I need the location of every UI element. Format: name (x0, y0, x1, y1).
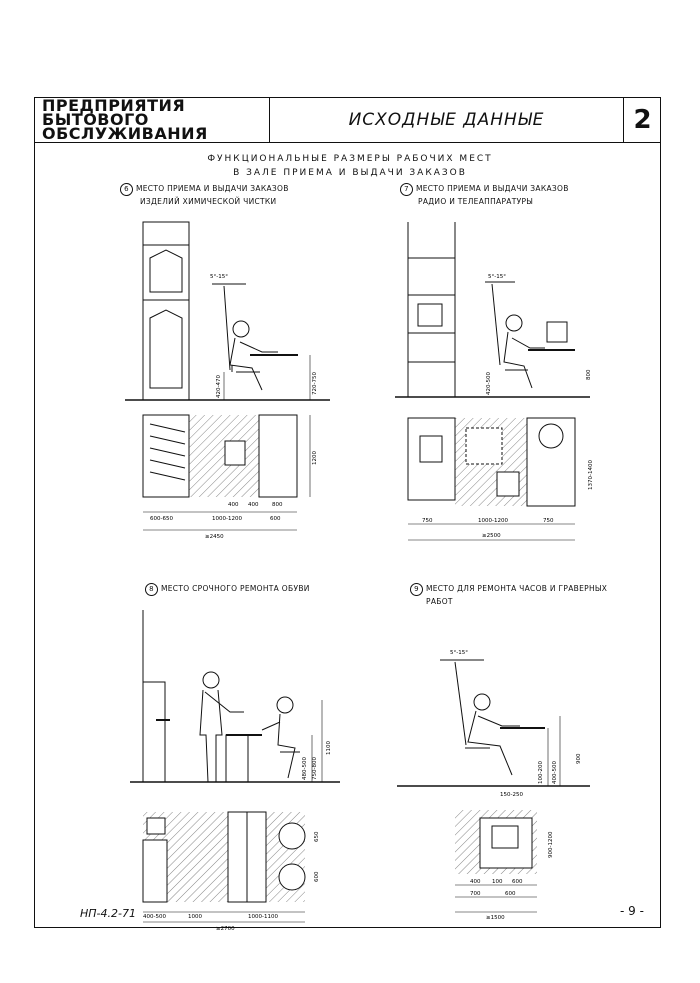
panel-9-number: 9 (410, 583, 423, 596)
panel-6-depth: 1200 (312, 451, 318, 465)
panel-6-dim-d3: 600 (270, 516, 281, 522)
panel-9-elevation (397, 659, 590, 787)
panel-8-h1: 480-500 (302, 757, 308, 780)
panel-6-elevation (125, 221, 330, 401)
panel-6-dim-d2: 1000-1200 (212, 516, 242, 522)
panel-6-dim-d5: 400 (248, 502, 259, 508)
page-folio: - 9 - (620, 904, 644, 918)
panel-8-h2: 750-800 (312, 757, 318, 780)
panel-8-w2: 600 (314, 871, 320, 882)
document-code: НП-4.2-71 (80, 907, 136, 920)
panel-6-table-height: 720-750 (312, 372, 318, 395)
panel-9-d4: 700 (470, 891, 481, 897)
panel-7-elevation (395, 222, 590, 398)
panel-6-dim-d4: 400 (228, 502, 239, 508)
panel-9-h3: 900 (576, 753, 582, 764)
panel-7-dim-d2: 1000-1200 (478, 518, 508, 524)
panel-6-total: ≥2450 (205, 534, 224, 540)
panel-7-caption-line1: МЕСТО ПРИЕМА И ВЫДАЧИ ЗАКАЗОВ (416, 184, 569, 193)
panel-9-d1: 400 (470, 879, 481, 885)
panel-7-plan (407, 417, 576, 541)
panel-9-plan (455, 810, 537, 913)
panel-8-number: 8 (145, 583, 158, 596)
panel-7-angle: 5°-15° (488, 274, 506, 280)
panel-8-caption-line1: МЕСТО СРОЧНОГО РЕМОНТА ОБУВИ (161, 584, 310, 593)
panel-8-d3: 1000-1100 (248, 914, 278, 920)
panel-9-foot: 150-250 (500, 792, 523, 798)
section-title: ИСХОДНЫЕ ДАННЫЕ (348, 110, 545, 130)
panel-7-dim-d1: 750 (422, 518, 433, 524)
title-block: ПРЕДПРИЯТИЯ БЫТОВОГО ОБСЛУЖИВАНИЯ ИСХОДН… (34, 97, 661, 143)
brand-line-1: ПРЕДПРИЯТИЯ (42, 96, 186, 115)
panel-7-number: 7 (400, 183, 413, 196)
panel-8-total: ≥2700 (216, 926, 235, 932)
panel-8-d2: 1000 (188, 914, 202, 920)
subtitle-line-1: ФУНКЦИОНАЛЬНЫЕ РАЗМЕРЫ РАБОЧИХ МЕСТ (207, 154, 493, 164)
panel-9-h2: 400-500 (552, 761, 558, 784)
panel-9-depth: 900-1200 (548, 831, 554, 858)
subtitle-line-2: В ЗАЛЕ ПРИЕМА И ВЫДАЧИ ЗАКАЗОВ (233, 168, 467, 178)
panel-8-w1: 650 (314, 831, 320, 842)
panel-7-seat-height: 420-500 (486, 372, 492, 395)
panel-9-d5: 600 (505, 891, 516, 897)
brand-line-2: БЫТОВОГО (42, 110, 149, 129)
panel-9-d2: 100 (492, 879, 503, 885)
panel-6-plan (142, 414, 311, 531)
panel-7-caption-line2: РАДИО И ТЕЛЕАППАРАТУРЫ (418, 197, 534, 206)
panel-9-d3: 600 (512, 879, 523, 885)
panel-6-caption-line1: МЕСТО ПРИЕМА И ВЫДАЧИ ЗАКАЗОВ (136, 184, 289, 193)
panel-8-plan (142, 811, 306, 923)
brand-line-3: ОБСЛУЖИВАНИЯ (42, 124, 208, 143)
panel-9-caption-line1: МЕСТО ДЛЯ РЕМОНТА ЧАСОВ И ГРАВЕРНЫХ (426, 584, 608, 593)
panel-6-dim-d1: 600-650 (150, 516, 173, 522)
panel-8-h3: 1100 (326, 741, 332, 755)
panel-6-angle: 5°-15° (210, 274, 228, 280)
panel-9-caption-line2: РАБОТ (426, 597, 453, 606)
panel-7-depth: 1370-1400 (588, 460, 594, 490)
brand-block: ПРЕДПРИЯТИЯ БЫТОВОГО ОБСЛУЖИВАНИЯ (34, 97, 270, 143)
panel-6-dim-d6: 800 (272, 502, 283, 508)
panel-9-angle: 5°-15° (450, 650, 468, 656)
panel-7-table-height: 800 (586, 369, 592, 380)
panel-7-dim-d3: 750 (543, 518, 554, 524)
panel-6-seat-height: 420-470 (216, 375, 222, 398)
panel-8-elevation (130, 610, 340, 783)
page-number: 2 (623, 97, 661, 143)
panel-9-h1: 100-200 (538, 761, 544, 784)
panel-6-caption-line2: ИЗДЕЛИЙ ХИМИЧЕСКОЙ ЧИСТКИ (140, 197, 277, 206)
panel-7-total: ≥2500 (482, 533, 501, 539)
drawing-frame (34, 97, 661, 928)
panel-8-d1: 400-500 (143, 914, 166, 920)
panel-9-total: ≥1500 (486, 915, 505, 921)
panel-6-number: 6 (120, 183, 133, 196)
